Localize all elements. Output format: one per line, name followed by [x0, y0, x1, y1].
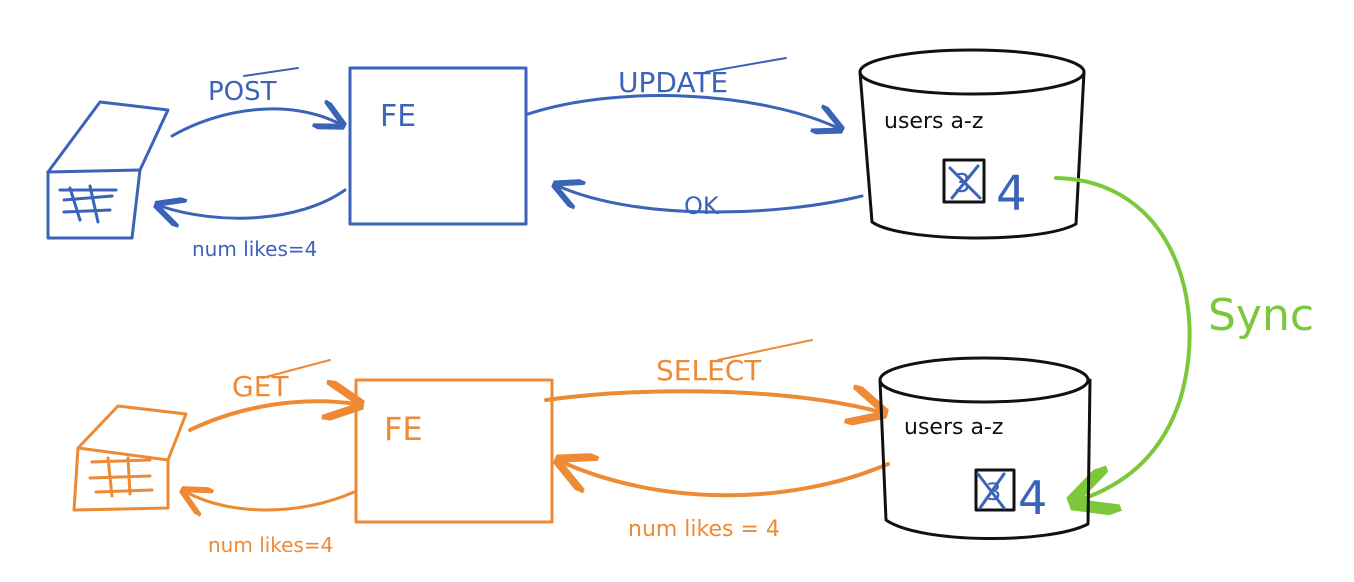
- read-frontend-label: FE: [384, 410, 423, 448]
- primary-database-new-value: 4: [996, 166, 1027, 222]
- replica-database-cell-box: [974, 468, 1016, 512]
- read-client-response-label: num likes=4: [208, 533, 333, 557]
- select-label: SELECT: [656, 354, 762, 387]
- sync-label: Sync: [1208, 290, 1314, 341]
- read-client-response-arrow: [186, 492, 356, 510]
- read-path: GET num likes=4 FE SELECT num likes = 4: [72, 339, 890, 557]
- get-arrow: [188, 401, 356, 432]
- primary-database: users a-z 3 4: [858, 48, 1086, 240]
- select-arrow: [544, 391, 880, 412]
- ok-arrow: [558, 186, 864, 214]
- ok-label: OK: [684, 192, 720, 220]
- read-db-response-arrow: [562, 462, 890, 498]
- replica-database-new-value: 4: [1018, 471, 1047, 525]
- primary-database-label: users a-z: [884, 109, 983, 134]
- sync-arrow: [1054, 176, 1192, 500]
- write-frontend-label: FE: [380, 99, 416, 134]
- write-client-response-label: num likes=4: [192, 237, 317, 261]
- replica-database: users a-z 3 4: [878, 356, 1092, 541]
- get-label: GET: [232, 370, 289, 403]
- update-arrow: [526, 94, 838, 128]
- primary-database-cell-box: [942, 158, 986, 204]
- post-label: POST: [208, 77, 277, 107]
- replica-database-cylinder-icon: [878, 356, 1092, 541]
- write-client-device-icon: [46, 100, 170, 240]
- write-client-response-arrow: [160, 188, 347, 218]
- read-db-response-label: num likes = 4: [628, 517, 780, 542]
- replica-database-label: users a-z: [904, 415, 1003, 440]
- primary-database-cylinder-icon: [858, 48, 1086, 240]
- write-path: POST num likes=4 FE UPDATE OK: [46, 57, 864, 261]
- post-arrow: [170, 109, 340, 138]
- write-frontend-box: [348, 66, 528, 226]
- read-client-device-icon: [72, 404, 188, 512]
- read-frontend-box: [354, 378, 554, 524]
